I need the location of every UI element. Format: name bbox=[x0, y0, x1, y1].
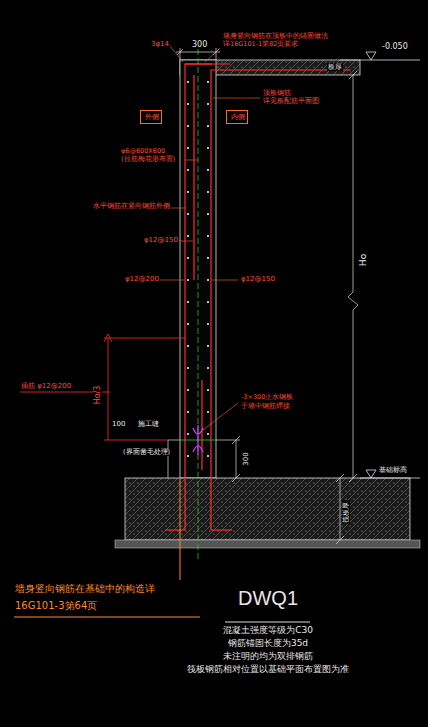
annotation: 300 bbox=[191, 40, 208, 49]
annotation: (拉筋梅花形布置) bbox=[120, 156, 176, 163]
annotation: 水平钢筋在竖向钢筋外侧 bbox=[92, 203, 171, 210]
note-text: 钢筋锚固长度为35d bbox=[227, 638, 309, 648]
annotation: (界面凿毛处理) bbox=[122, 449, 171, 456]
drawing-title: DWQ1 bbox=[237, 587, 299, 610]
annotation: 100 bbox=[111, 420, 126, 428]
annotation: φ12@150 bbox=[240, 275, 276, 283]
level-mark bbox=[360, 52, 420, 478]
annotation: 基础标高 bbox=[378, 466, 408, 474]
annotation: 于墙中钢筋焊接 bbox=[240, 403, 291, 410]
annotation: 板厚 bbox=[327, 63, 343, 71]
annotation: 300 bbox=[242, 451, 250, 466]
annotation: Ho/3 bbox=[93, 385, 102, 406]
annotation: 施工缝 bbox=[137, 420, 160, 428]
annotation: 插筋 φ12@200 bbox=[20, 382, 72, 390]
leader-line bbox=[180, 478, 181, 580]
side-label: 外侧 bbox=[145, 114, 157, 122]
annotation: 墙身竖向钢筋在基础中的构造详 bbox=[14, 583, 156, 595]
annotation: 详见板配筋平面图 bbox=[262, 98, 320, 105]
annotation: 墙身竖向钢筋在顶板中的锚固做法 bbox=[222, 33, 329, 40]
annotation: 16G101-3第64页 bbox=[14, 600, 98, 612]
annotation: 详16G101-1第82页要求 bbox=[222, 41, 299, 48]
annotation: φ6@600X600 bbox=[120, 148, 166, 155]
leader-line bbox=[14, 617, 200, 618]
annotation: 顶板钢筋 bbox=[262, 90, 292, 97]
side-label: 内侧 bbox=[231, 114, 243, 122]
note-text: 筏板钢筋相对位置以基础平面布置图为准 bbox=[186, 664, 350, 674]
annotation: φ12@150 bbox=[143, 236, 179, 244]
note-text: 未注明的均为双排钢筋 bbox=[222, 651, 314, 661]
horizontal-bar-section bbox=[187, 81, 209, 457]
annotation: 3φ14 bbox=[150, 40, 170, 48]
water-stop bbox=[193, 425, 203, 455]
annotation: 筏板厚 bbox=[342, 501, 350, 524]
side-label-box: 内侧 bbox=[226, 110, 248, 124]
annotation: -0.050 bbox=[381, 42, 409, 51]
note-text: 混凝土强度等级为C30 bbox=[222, 625, 314, 635]
blinding-layer bbox=[115, 540, 420, 548]
side-label-box: 外侧 bbox=[140, 110, 162, 124]
dimension bbox=[168, 60, 360, 544]
rebar bbox=[165, 64, 350, 530]
center-line bbox=[198, 40, 199, 560]
annotation: φ12@200 bbox=[124, 275, 160, 283]
annotation: -3×300止水钢板 bbox=[240, 394, 294, 401]
raft-footing bbox=[125, 478, 410, 540]
dimension bbox=[20, 334, 185, 440]
annotation: Ho bbox=[358, 253, 368, 267]
title-underline bbox=[225, 622, 310, 623]
